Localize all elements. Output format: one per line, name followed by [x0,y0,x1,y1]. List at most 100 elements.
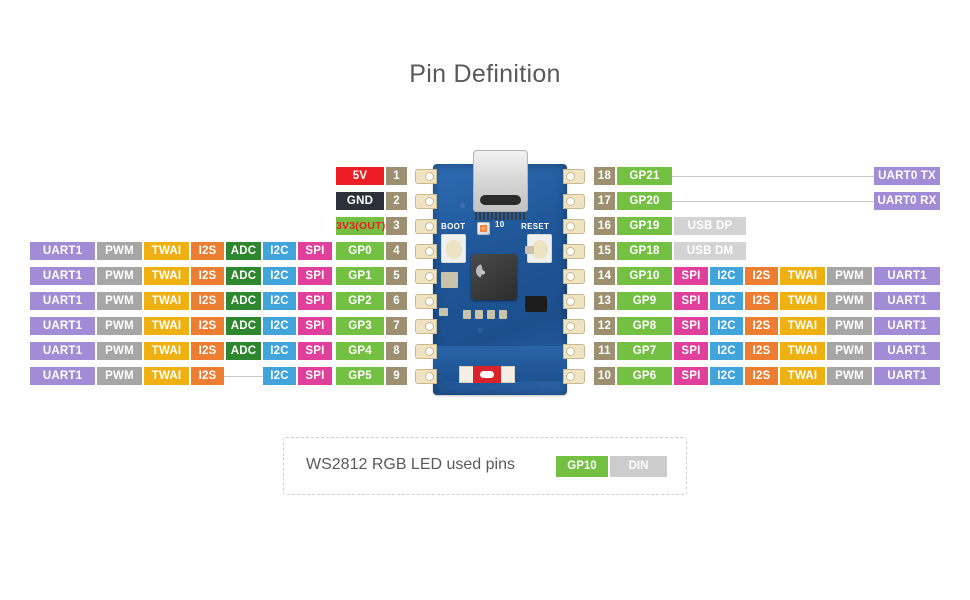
function-i2c-gp5[interactable]: I2C [263,367,296,385]
function-uart1-gp0[interactable]: UART1 [30,242,95,260]
connector-line-gp20 [672,201,874,202]
pin-name-gp10: GP10 [617,267,672,285]
function-spi-gp7[interactable]: SPI [674,342,708,360]
function-adc-gp4[interactable]: ADC [226,342,261,360]
function-spi-gp8[interactable]: SPI [674,317,708,335]
function-twai-gp0[interactable]: TWAI [144,242,189,260]
function-uart1-gp3[interactable]: UART1 [30,317,95,335]
function-i2c-gp10[interactable]: I2C [710,267,743,285]
function-usb-dm-gp18: USB DM [674,242,746,260]
boot-button[interactable] [441,234,466,263]
function-pwm-gp4[interactable]: PWM [97,342,142,360]
function-uart1-gp4[interactable]: UART1 [30,342,95,360]
function-pwm-gp3[interactable]: PWM [97,317,142,335]
smd-passive-3 [487,310,495,319]
function-twai-gp8[interactable]: TWAI [780,317,825,335]
function-uart0-rx-gp20[interactable]: UART0 RX [874,192,940,210]
pin-number-16: 16 [594,217,615,235]
function-i2c-gp0[interactable]: I2C [263,242,296,260]
smd-regulator [525,296,547,312]
function-twai-gp3[interactable]: TWAI [144,317,189,335]
castellated-pad-right-1 [563,169,585,184]
function-pwm-gp2[interactable]: PWM [97,292,142,310]
function-i2s-gp5[interactable]: I2S [191,367,224,385]
function-i2c-gp8[interactable]: I2C [710,317,743,335]
function-i2c-gp7[interactable]: I2C [710,342,743,360]
castellated-pad-right-8 [563,344,585,359]
function-i2s-gp8[interactable]: I2S [745,317,778,335]
pin-number-9: 9 [386,367,407,385]
function-twai-gp2[interactable]: TWAI [144,292,189,310]
function-spi-gp2[interactable]: SPI [298,292,332,310]
function-spi-gp4[interactable]: SPI [298,342,332,360]
function-i2s-gp1[interactable]: I2S [191,267,224,285]
function-i2c-gp9[interactable]: I2C [710,292,743,310]
pin-name-gp19: GP19 [617,217,672,235]
function-i2s-gp7[interactable]: I2S [745,342,778,360]
function-spi-gp3[interactable]: SPI [298,317,332,335]
function-twai-gp9[interactable]: TWAI [780,292,825,310]
castellated-pad-left-9 [415,369,437,384]
function-pwm-gp8[interactable]: PWM [827,317,872,335]
function-uart1-gp6[interactable]: UART1 [874,367,940,385]
function-adc-gp3[interactable]: ADC [226,317,261,335]
reset-button[interactable] [527,234,552,263]
function-i2c-gp4[interactable]: I2C [263,342,296,360]
function-uart1-gp7[interactable]: UART1 [874,342,940,360]
function-pwm-gp5[interactable]: PWM [97,367,142,385]
function-i2s-gp3[interactable]: I2S [191,317,224,335]
function-spi-gp1[interactable]: SPI [298,267,332,285]
function-spi-gp6[interactable]: SPI [674,367,708,385]
function-adc-gp2[interactable]: ADC [226,292,261,310]
function-i2s-gp9[interactable]: I2S [745,292,778,310]
castellated-pad-right-6 [563,294,585,309]
function-uart1-gp5[interactable]: UART1 [30,367,95,385]
function-twai-gp7[interactable]: TWAI [780,342,825,360]
function-i2s-gp2[interactable]: I2S [191,292,224,310]
function-uart1-gp2[interactable]: UART1 [30,292,95,310]
function-twai-gp10[interactable]: TWAI [780,267,825,285]
function-twai-gp5[interactable]: TWAI [144,367,189,385]
function-uart1-gp9[interactable]: UART1 [874,292,940,310]
function-i2s-gp4[interactable]: I2S [191,342,224,360]
smd-passive-1 [463,310,471,319]
function-i2c-gp6[interactable]: I2C [710,367,743,385]
function-i2s-gp0[interactable]: I2S [191,242,224,260]
function-adc-gp0[interactable]: ADC [226,242,261,260]
function-twai-gp1[interactable]: TWAI [144,267,189,285]
function-pwm-gp0[interactable]: PWM [97,242,142,260]
function-i2c-gp1[interactable]: I2C [263,267,296,285]
function-pwm-gp10[interactable]: PWM [827,267,872,285]
function-uart1-gp1[interactable]: UART1 [30,267,95,285]
function-i2s-gp6[interactable]: I2S [745,367,778,385]
board-illustration: BOOT 10 RESET [415,150,585,395]
function-spi-gp5[interactable]: SPI [298,367,332,385]
castellated-pad-left-6 [415,294,437,309]
function-pwm-gp6[interactable]: PWM [827,367,872,385]
ws2812-rgb-led [477,222,490,235]
function-spi-gp0[interactable]: SPI [298,242,332,260]
function-spi-gp10[interactable]: SPI [674,267,708,285]
pin-number-17: 17 [594,192,615,210]
pin-name-gp1: GP1 [336,267,384,285]
usb-c-connector[interactable] [473,150,528,212]
function-uart0-tx-gp21[interactable]: UART0 TX [874,167,940,185]
function-twai-gp4[interactable]: TWAI [144,342,189,360]
function-pwm-gp7[interactable]: PWM [827,342,872,360]
function-uart1-gp8[interactable]: UART1 [874,317,940,335]
function-i2s-gp10[interactable]: I2S [745,267,778,285]
castellated-pad-right-4 [563,244,585,259]
ws2812-legend-text: WS2812 RGB LED used pins [306,456,515,473]
function-uart1-gp10[interactable]: UART1 [874,267,940,285]
function-i2c-gp3[interactable]: I2C [263,317,296,335]
function-twai-gp6[interactable]: TWAI [780,367,825,385]
function-pwm-gp9[interactable]: PWM [827,292,872,310]
pin-name-gp8: GP8 [617,317,672,335]
function-adc-gp1[interactable]: ADC [226,267,261,285]
function-pwm-gp1[interactable]: PWM [97,267,142,285]
function-spi-gp9[interactable]: SPI [674,292,708,310]
pin-name-gp6: GP6 [617,367,672,385]
castellated-pad-left-4 [415,244,437,259]
function-i2c-gp2[interactable]: I2C [263,292,296,310]
pin-name-gp18: GP18 [617,242,672,260]
